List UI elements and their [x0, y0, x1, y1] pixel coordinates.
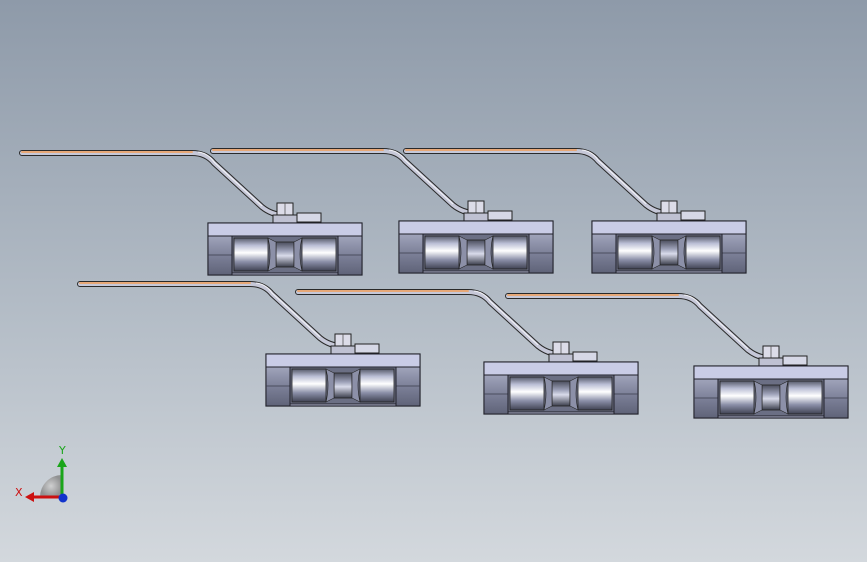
axis-triad	[25, 458, 68, 503]
ball-valve-instance[interactable]	[22, 152, 362, 275]
y-axis-label: Y	[59, 444, 66, 457]
x-axis-label: X	[15, 486, 23, 499]
ball-valve-instance[interactable]	[80, 283, 420, 406]
